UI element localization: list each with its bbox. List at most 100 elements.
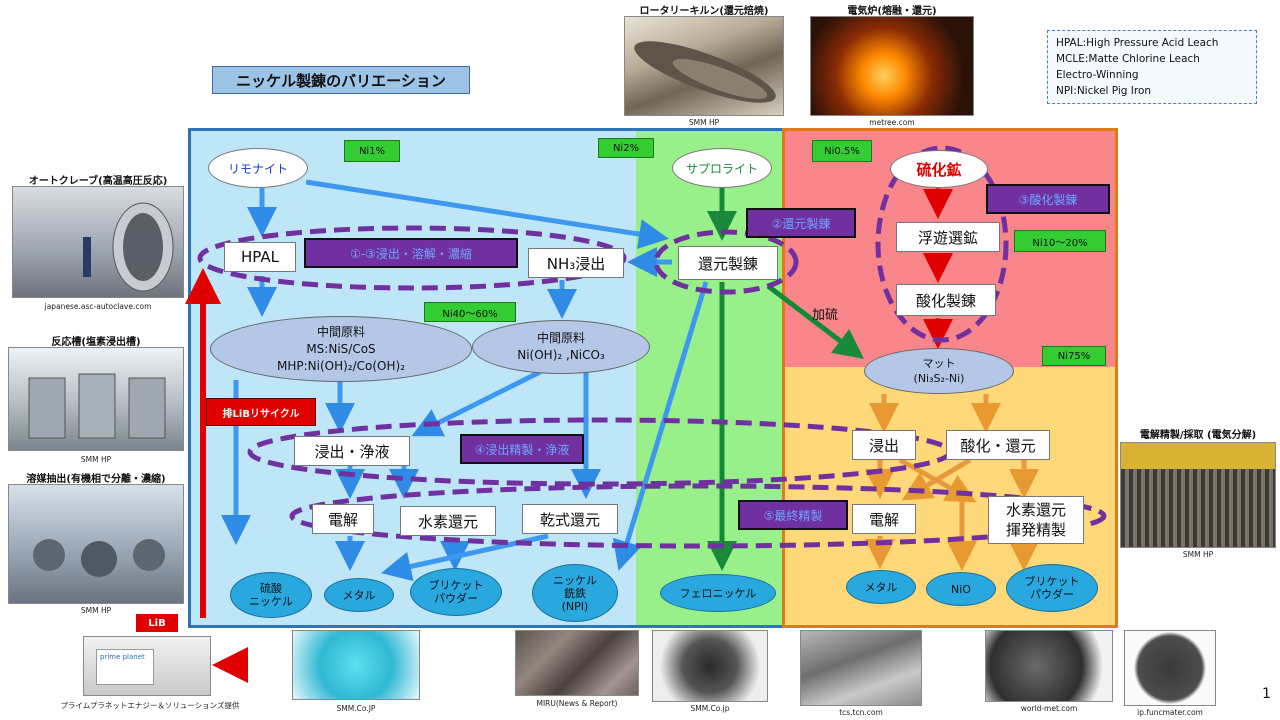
- matte-formula: (Ni₃S₂-Ni): [913, 372, 965, 385]
- autoclave-heading: オートクレーブ(高温高圧反応): [28, 176, 168, 187]
- nickel-powder-photo: [1124, 630, 1216, 706]
- grade-tag: Ni2%: [598, 138, 654, 158]
- product-label: 銑鉄: [564, 586, 586, 600]
- rotary-kiln-photo: [624, 16, 784, 116]
- abbreviation-legend: HPAL:High Pressure Acid Leach MCLE:Matte…: [1047, 30, 1257, 104]
- solvent-heading: 溶媒抽出(有機相で分離・濃縮): [26, 474, 166, 485]
- saprolite-ore: サプロライト: [672, 148, 772, 188]
- briquette-photo: [985, 630, 1113, 702]
- battery-box-label: prime planet: [96, 649, 154, 685]
- ferro-caption: SMM.Co.jp: [690, 704, 730, 713]
- product-briquette-powder-2: ブリケットパウダー: [1006, 564, 1098, 612]
- reactor-caption: SMM HP: [80, 455, 112, 464]
- product-nio: NiO: [926, 572, 996, 606]
- npi-photo: [515, 630, 639, 696]
- process-hydrogen-reduction: 水素還元: [400, 506, 496, 536]
- legend-item: NPI:Nickel Pig Iron: [1056, 85, 1152, 97]
- process-oxidation-reduction: 酸化・還元: [946, 430, 1050, 460]
- battery-photo: prime planet: [83, 636, 211, 696]
- electro-heading: 電解精製/採取 (電気分解): [1139, 430, 1257, 441]
- loop-reduction: [653, 229, 799, 295]
- lib-label: LiB: [136, 614, 178, 632]
- product-label: (NPI): [561, 599, 589, 613]
- process-oxide-smelting: 酸化製錬: [896, 284, 996, 316]
- product-nickel-sulfate: 硫酸ニッケル: [230, 572, 312, 618]
- grade-tag: Ni1%: [344, 140, 400, 162]
- process-h2-line: 水素還元: [1005, 501, 1066, 519]
- process-volatile-line: 揮発精製: [1005, 521, 1066, 539]
- product-metal-2: メタル: [846, 570, 916, 604]
- process-reduction-smelting: 還元製錬: [678, 246, 778, 280]
- solvent-caption: SMM HP: [80, 606, 112, 615]
- grade-tag: Ni0.5%: [812, 140, 872, 162]
- product-label: 硫酸: [260, 582, 282, 595]
- sulfide-ore: 硫化鉱: [890, 150, 988, 188]
- intermediate-title: 中間原料: [316, 324, 365, 339]
- grade-tag: Ni75%: [1042, 346, 1106, 366]
- product-briquette-powder: ブリケットパウダー: [410, 568, 502, 616]
- step-tag: ①-③浸出・溶解・濃縮: [304, 238, 518, 268]
- grade-tag: Ni10～20%: [1014, 230, 1106, 252]
- loop-leach-dissolve: [197, 225, 627, 291]
- product-label: パウダー: [1030, 588, 1074, 601]
- metal-caption: tcs.tcn.com: [839, 708, 883, 717]
- powder-caption: ip.funcmater.com: [1137, 708, 1203, 717]
- autoclave-photo: [12, 186, 184, 298]
- step-tag: ②還元製錬: [746, 208, 856, 238]
- product-label: ブリケット: [1024, 575, 1080, 588]
- process-electrolysis: 電解: [312, 504, 374, 534]
- intermediate-title: 中間原料: [536, 331, 585, 345]
- limonite-ore: リモナイト: [208, 148, 308, 188]
- arrow-limonite-reduction: [305, 179, 669, 249]
- product-label: ブリケット: [428, 579, 484, 592]
- arrow-reduction-npi: [612, 281, 709, 571]
- furnace-caption: metree.com: [869, 118, 915, 127]
- step-tag: ④浸出精製・浄液: [460, 434, 584, 464]
- npi-caption: MIRU(News & Report): [536, 699, 618, 708]
- process-dry-reduction: 乾式還元: [522, 504, 618, 534]
- product-label: ニッケル: [249, 595, 293, 608]
- nickel-sulfate-photo: [292, 630, 420, 700]
- product-label: パウダー: [434, 592, 478, 605]
- page-number: 1: [1262, 686, 1271, 702]
- electro-caption: SMM HP: [1182, 550, 1214, 559]
- matte-title: マット: [922, 357, 956, 370]
- step-tag: ⑤最終精製: [738, 500, 848, 530]
- process-leach: 浸出: [852, 430, 916, 460]
- recycle-label: 排LiBリサイクル: [206, 398, 316, 426]
- electrowinning-photo: [1120, 442, 1276, 548]
- arrow-reduction-matte: [766, 284, 864, 360]
- legend-item: Electro-Winning: [1056, 69, 1139, 81]
- nickel-metal-photo: [800, 630, 922, 706]
- process-flotation: 浮遊選鉱: [896, 222, 1000, 252]
- electric-furnace-photo: [810, 16, 974, 116]
- process-hpal: HPAL: [224, 242, 296, 272]
- intermediate-hydroxide: 中間原料 Ni(OH)₂ ,NiCO₃: [472, 320, 650, 374]
- intermediate-ms-mhp: 中間原料 MS:NiS/CoS MHP:Ni(OH)₂/Co(OH)₂: [210, 316, 472, 382]
- process-electrolysis-2: 電解: [852, 504, 916, 534]
- briquette-caption: world-met.com: [1020, 704, 1078, 713]
- sulfurize-text: 加硫: [812, 308, 839, 323]
- loop-final: [289, 483, 1107, 549]
- ferronickel-photo: [652, 630, 768, 702]
- process-nh3-leach: NH₃浸出: [528, 248, 624, 278]
- intermediate-ms: MS:NiS/CoS: [306, 341, 376, 356]
- product-ferronickel: フェロニッケル: [660, 574, 776, 612]
- step-tag: ③酸化製錬: [986, 184, 1110, 214]
- kiln-heading: ロータリーキルン(還元焙焼): [639, 6, 769, 17]
- legend-item: MCLE:Matte Chlorine Leach: [1056, 53, 1200, 65]
- kiln-caption: SMM HP: [688, 118, 720, 127]
- product-metal: メタル: [324, 578, 394, 612]
- product-label: ニッケル: [553, 573, 597, 587]
- grade-tag: Ni40～60%: [424, 302, 516, 322]
- intermediate-mhp: MHP:Ni(OH)₂/Co(OH)₂: [276, 358, 405, 373]
- intermediate-compounds: Ni(OH)₂ ,NiCO₃: [517, 348, 605, 362]
- solvent-extraction-photo: [8, 484, 184, 604]
- product-npi: ニッケル銑鉄(NPI): [532, 564, 618, 622]
- battery-caption: プライムプラネットエナジー＆ソリューションズ提供: [60, 701, 240, 710]
- process-h2-volatile: 水素還元 揮発精製: [988, 496, 1084, 544]
- page-title: ニッケル製錬のバリエーション: [212, 66, 470, 94]
- legend-item: HPAL:High Pressure Acid Leach: [1056, 37, 1219, 49]
- process-leach-purify: 浸出・浄液: [294, 436, 410, 466]
- reactor-photo: [8, 347, 184, 451]
